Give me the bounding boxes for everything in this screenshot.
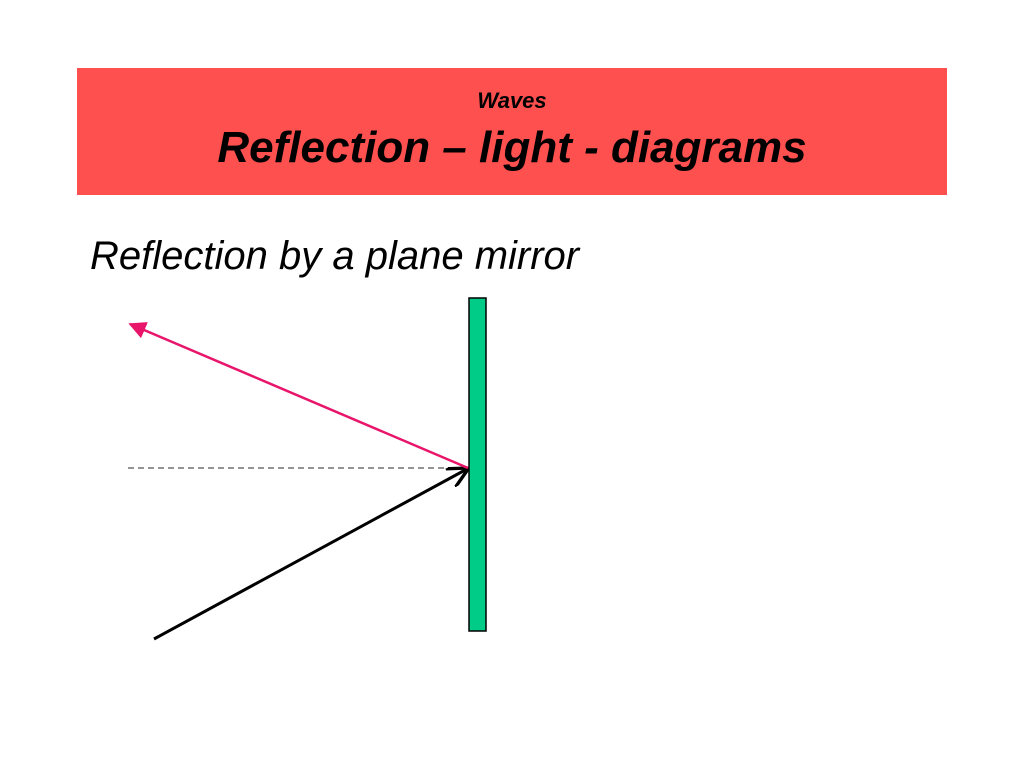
body-text: Reflection by a plane mirror: [90, 234, 580, 278]
plane-mirror: [468, 297, 487, 632]
slide-title: Reflection – light - diagrams: [217, 123, 807, 172]
reflected-ray: [128, 322, 469, 470]
title-banner: Waves Reflection – light - diagrams: [77, 68, 947, 195]
incident-ray: [153, 469, 467, 641]
slide-subtitle: Waves: [477, 88, 547, 113]
